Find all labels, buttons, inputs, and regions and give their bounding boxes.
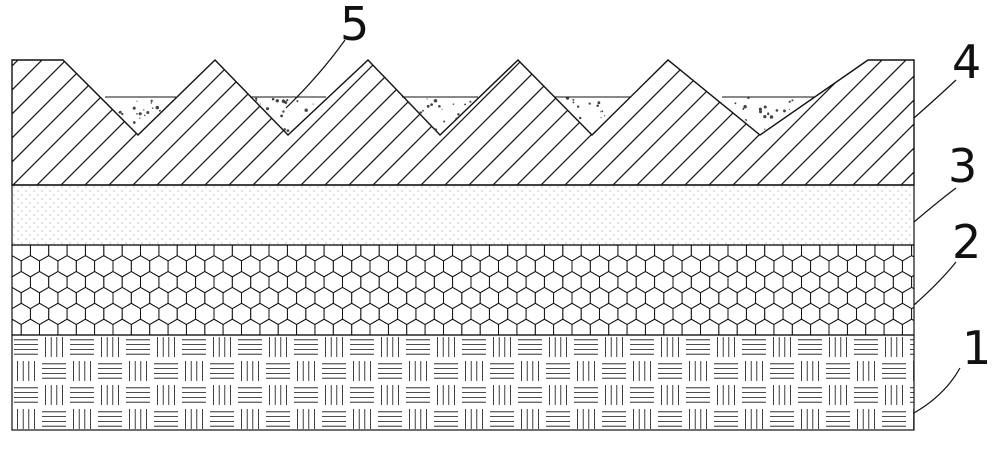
layer-4-hatched-zigzag — [11, 59, 915, 186]
callout-3: 3 — [948, 139, 977, 193]
leader-line-3 — [913, 187, 957, 223]
leader-line-5 — [285, 39, 346, 109]
layer-2-honeycomb — [11, 244, 915, 336]
leader-line-4 — [913, 79, 957, 119]
leader-line-2 — [913, 261, 957, 306]
callout-2: 2 — [952, 215, 981, 269]
callout-5: 5 — [340, 0, 369, 51]
callout-4: 4 — [952, 35, 981, 89]
callout-1: 1 — [962, 321, 991, 375]
layer-3-dotted — [11, 184, 915, 246]
leader-line-1 — [913, 367, 961, 414]
layer-1-woven — [11, 334, 915, 431]
